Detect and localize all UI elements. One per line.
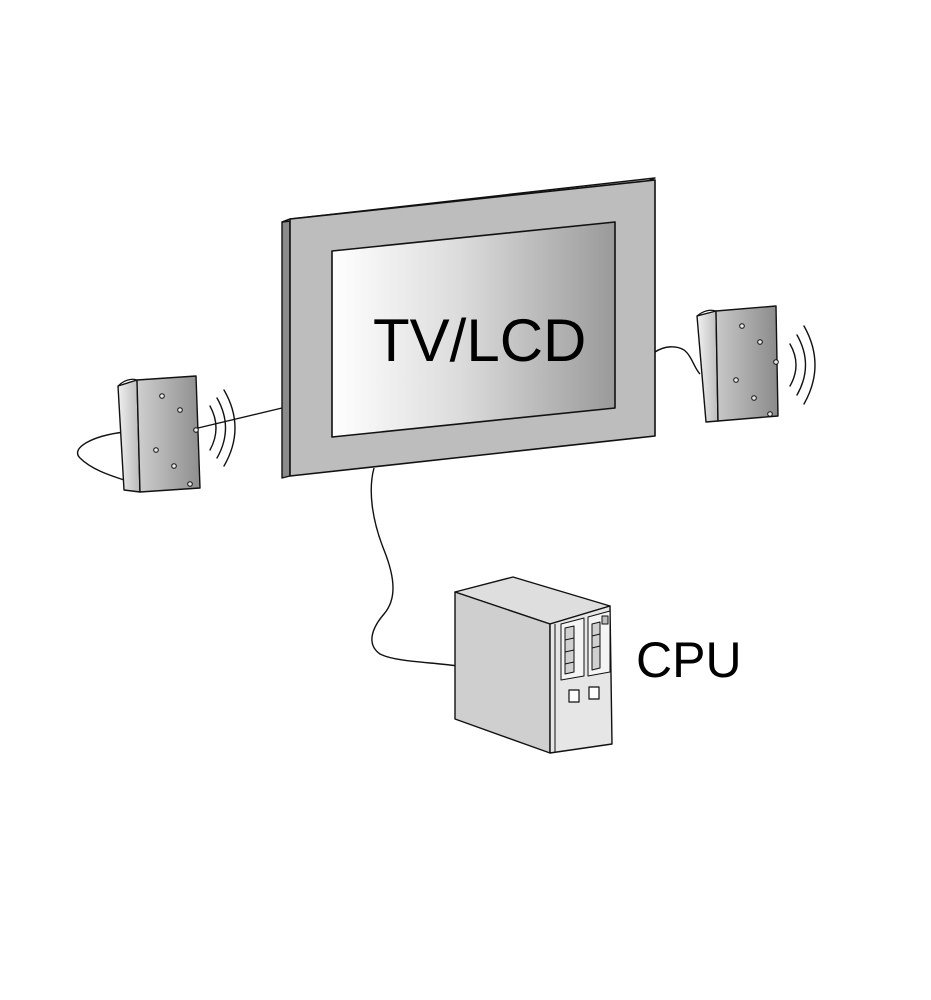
speaker-hole <box>177 407 183 413</box>
speaker-hole <box>751 395 757 401</box>
cpu-drive-bays <box>560 610 611 681</box>
right-speaker-front <box>715 305 779 422</box>
sound-wave <box>223 389 236 467</box>
tv-label: TV/LCD <box>373 307 586 374</box>
speaker-hole <box>187 481 193 487</box>
right-speaker-cable <box>654 346 701 375</box>
right-speaker <box>696 305 816 423</box>
left-speaker <box>117 375 236 493</box>
tv-screen <box>331 221 616 438</box>
sound-wave <box>216 397 227 459</box>
cpu-cable <box>370 467 459 667</box>
tv-frame-edge <box>281 218 291 479</box>
left-speaker-front <box>136 375 201 493</box>
speaker-hole <box>767 411 773 417</box>
cpu-power-button <box>568 689 580 703</box>
speaker-hole <box>193 427 199 433</box>
right-speaker-holes <box>733 323 779 417</box>
computer-tower: CPU <box>454 576 742 754</box>
left-speaker-side <box>117 379 141 493</box>
sound-wave <box>789 343 797 387</box>
speaker-hole <box>757 339 763 345</box>
speaker-hole <box>171 463 177 469</box>
left-sound-waves <box>209 389 236 467</box>
sound-wave <box>209 405 217 451</box>
sound-wave <box>796 334 807 396</box>
cpu-drive-line <box>564 661 575 665</box>
left-speaker-cable <box>77 407 283 481</box>
right-speaker-top <box>696 309 717 317</box>
speaker-hole <box>159 393 165 399</box>
speaker-hole <box>739 323 745 329</box>
speaker-hole <box>733 377 739 383</box>
sound-wave <box>803 325 816 405</box>
cpu-drive-line <box>564 637 575 641</box>
speaker-hole <box>773 359 779 365</box>
cpu-drive-line <box>591 645 601 649</box>
cpu-drive-button <box>601 615 609 625</box>
cpu-drive-line <box>591 633 601 637</box>
left-speaker-holes <box>153 393 199 487</box>
cpu-reset-button <box>588 686 600 700</box>
right-sound-waves <box>789 325 816 405</box>
cpu-drive-line <box>564 649 575 653</box>
cpu-label: CPU <box>636 632 742 688</box>
right-speaker-side <box>696 310 719 423</box>
left-speaker-top <box>117 378 138 387</box>
tv-monitor: TV/LCD <box>281 177 656 479</box>
speaker-hole <box>153 447 159 453</box>
cables <box>77 346 701 667</box>
